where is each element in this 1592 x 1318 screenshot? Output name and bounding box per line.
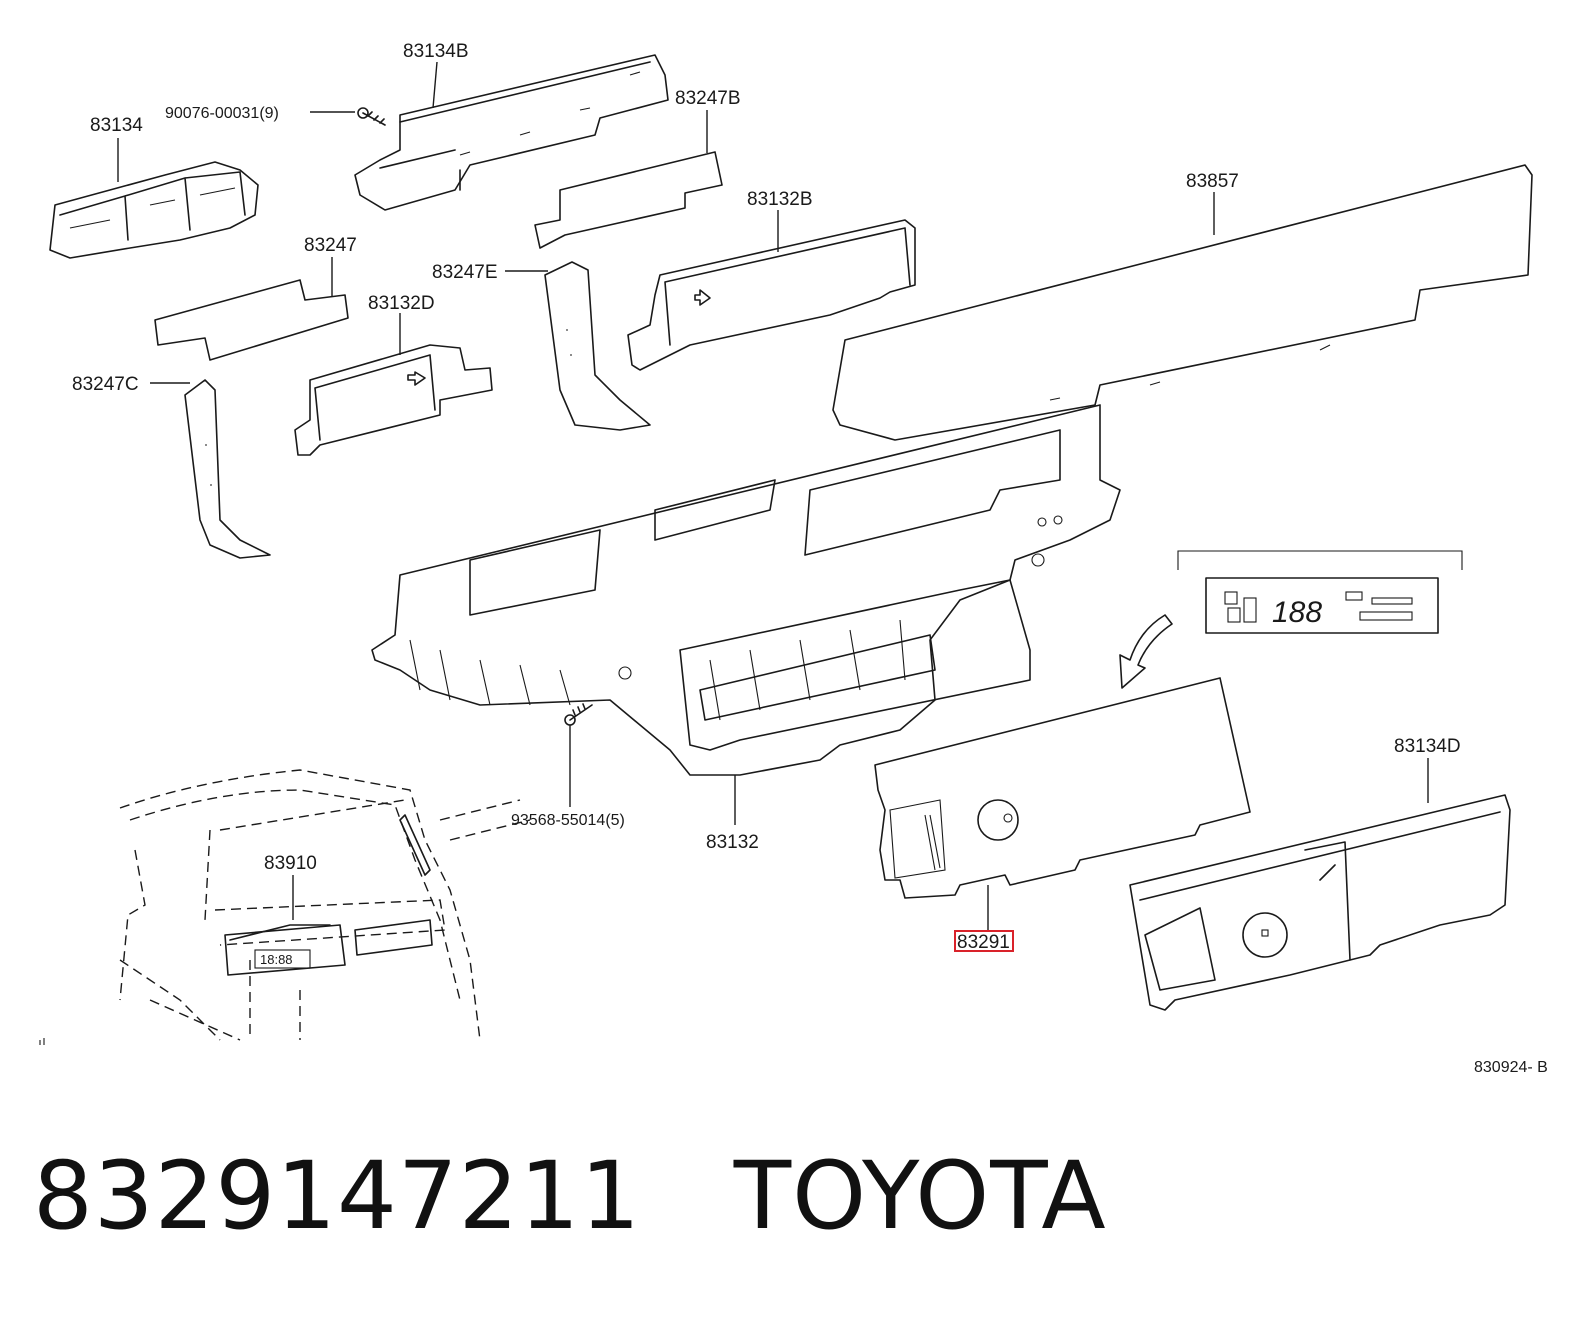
screw-90076 — [357, 107, 386, 126]
label-83132[interactable]: 83132 — [706, 832, 759, 853]
label-90076[interactable]: 90076-00031(9) — [165, 105, 279, 122]
part-83857-panel — [832, 164, 1533, 441]
label-83910[interactable]: 83910 — [264, 853, 317, 874]
caption: 8329147211 TOYOTA — [33, 1150, 1107, 1244]
label-83291[interactable]: 83291 — [957, 932, 1010, 953]
part-83247B-strip — [534, 151, 723, 249]
screw-93568 — [564, 703, 593, 726]
label-83247B[interactable]: 83247B — [675, 88, 741, 109]
label-93568[interactable]: 93568-55014(5) — [511, 812, 625, 829]
label-83247[interactable]: 83247 — [304, 235, 357, 256]
part-number: 8329147211 — [33, 1142, 642, 1251]
part-83132-housing — [371, 404, 1121, 776]
part-83291-board — [874, 677, 1251, 899]
label-83134D[interactable]: 83134D — [1394, 736, 1461, 757]
leader-lines — [117, 61, 1429, 930]
brand-name: TOYOTA — [733, 1142, 1107, 1251]
svg-text:188: 188 — [1272, 596, 1322, 629]
part-83132B-module — [627, 219, 916, 371]
label-83247C[interactable]: 83247C — [72, 374, 139, 395]
label-83247E[interactable]: 83247E — [432, 262, 498, 283]
part-83134B-bracket — [354, 54, 669, 211]
label-83857[interactable]: 83857 — [1186, 171, 1239, 192]
diagram-code: 830924- B — [1474, 1059, 1548, 1076]
direction-arrow — [1119, 614, 1173, 689]
label-83134[interactable]: 83134 — [90, 115, 143, 136]
part-83134-bracket — [49, 161, 259, 259]
part-83910-inset: 18:88 — [39, 769, 531, 1045]
label-83134B[interactable]: 83134B — [403, 41, 469, 62]
part-labels: 83134 90076-00031(9) 83134B 83247B 83857… — [72, 41, 1548, 1076]
part-83247C-piece — [184, 379, 271, 559]
part-83132D-module — [294, 344, 493, 456]
part-83247E-piece — [544, 261, 651, 431]
highlight-box-83291 — [954, 930, 1014, 952]
svg-text:18:88: 18:88 — [260, 952, 293, 967]
label-83132D[interactable]: 83132D — [368, 293, 435, 314]
part-83134D-bracket — [1129, 794, 1511, 1011]
part-83247-strip — [154, 279, 349, 361]
label-83132B[interactable]: 83132B — [747, 189, 813, 210]
display-detail-box: 188 — [1177, 550, 1463, 634]
